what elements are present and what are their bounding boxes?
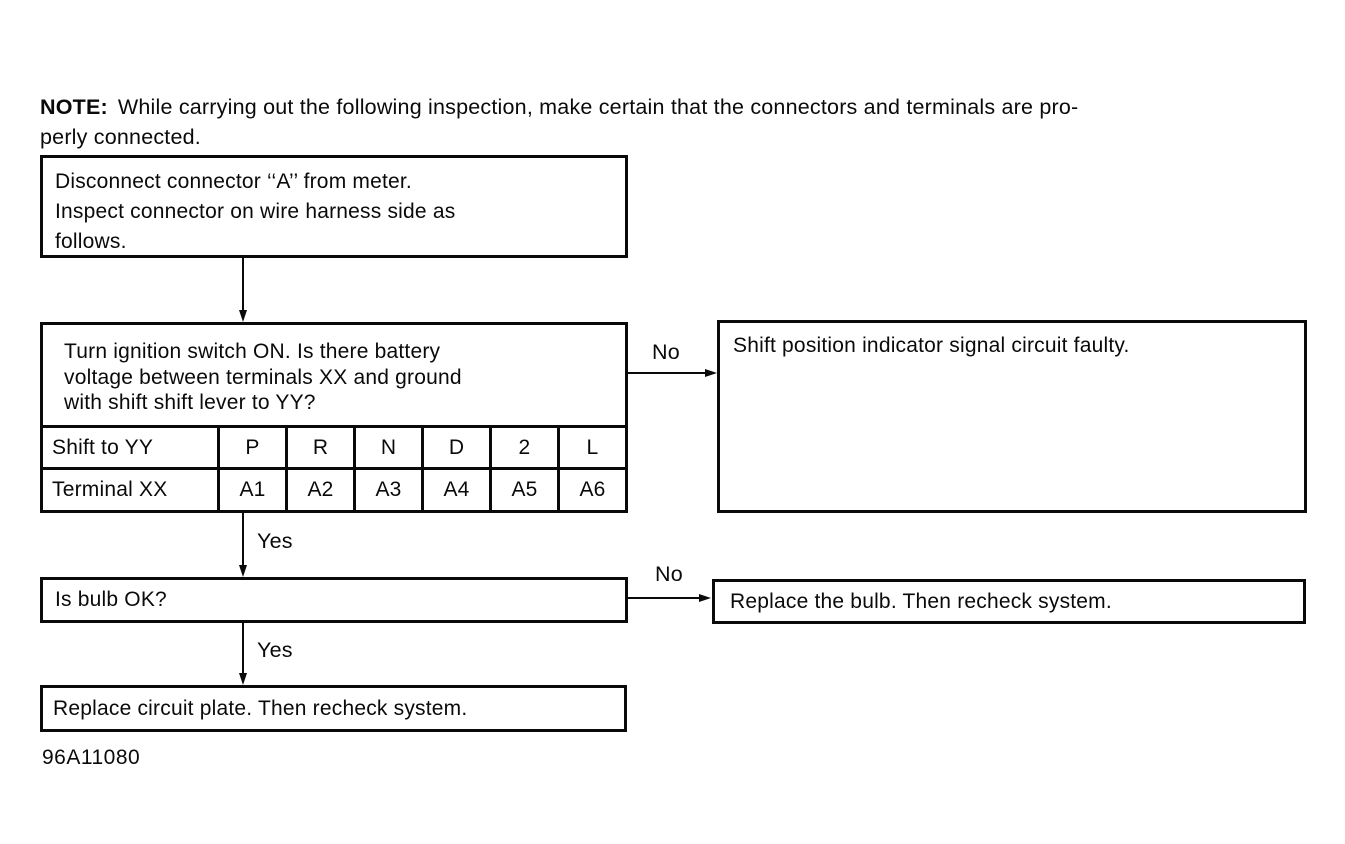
arrowhead-down-icon xyxy=(239,310,247,322)
step-bulb-check-box: Is bulb OK? xyxy=(40,577,628,623)
table-cell-terminal-a6: A6 xyxy=(557,467,625,510)
note-line1: While carrying out the following inspect… xyxy=(117,94,1079,119)
result-signal-circuit-faulty-text: Shift position indicator signal circuit … xyxy=(733,334,1130,357)
result-replace-circuit-plate-box: Replace circuit plate. Then recheck syst… xyxy=(40,685,627,732)
step-ignition-voltage-box: Turn ignition switch ON. Is there batter… xyxy=(40,322,628,513)
result-replace-bulb-box: Replace the bulb. Then recheck system. xyxy=(712,579,1306,624)
step1-line2: Inspect connector on wire harness side a… xyxy=(55,200,456,223)
table-cell-shift-r: R xyxy=(285,428,353,467)
table-cell-terminal-a4: A4 xyxy=(421,467,489,510)
table-cell-shift-2: 2 xyxy=(489,428,557,467)
table-cell-terminal-a5: A5 xyxy=(489,467,557,510)
table-cell-shift-p: P xyxy=(217,428,285,467)
branch-label-no-2: No xyxy=(655,562,683,586)
note-label: NOTE: xyxy=(40,94,108,119)
connector-step1-to-step2-line xyxy=(242,258,244,312)
result-replace-circuit-plate-text: Replace circuit plate. Then recheck syst… xyxy=(53,696,468,720)
connector-step2-no-line xyxy=(628,372,706,374)
arrowhead-right-icon xyxy=(705,369,717,377)
step2-question-line2: voltage between terminals XX and ground xyxy=(64,365,462,389)
step1-line3: follows. xyxy=(55,230,127,253)
connector-step3-no-line xyxy=(628,597,700,599)
note-line2: perly connected. xyxy=(40,124,201,149)
step3-question-text: Is bulb OK? xyxy=(55,588,167,611)
result-signal-circuit-faulty-box: Shift position indicator signal circuit … xyxy=(717,320,1307,513)
step-disconnect-connector-box: Disconnect connector ‘‘A’’ from meter. I… xyxy=(40,155,628,258)
connector-step3-yes-line xyxy=(242,623,244,675)
table-cell-terminal-a3: A3 xyxy=(353,467,421,510)
result-replace-bulb-text: Replace the bulb. Then recheck system. xyxy=(730,589,1112,613)
connector-step2-yes-line xyxy=(242,513,244,567)
table-cell-shift-l: L xyxy=(557,428,625,467)
table-cell-terminal-header: Terminal XX xyxy=(43,467,217,510)
branch-label-yes-2: Yes xyxy=(257,638,293,662)
table-cell-terminal-a1: A1 xyxy=(217,467,285,510)
step2-question-line1: Turn ignition switch ON. Is there batter… xyxy=(64,340,441,363)
step2-question-line3: with shift shift lever to YY? xyxy=(64,391,316,414)
shift-terminal-table: Shift to YY P R N D 2 L Terminal XX A1 A… xyxy=(43,428,625,510)
arrowhead-right-icon xyxy=(699,594,711,602)
arrowhead-down-icon xyxy=(239,565,247,577)
step1-line1: Disconnect connector ‘‘A’’ from meter. xyxy=(55,170,412,193)
branch-label-no-1: No xyxy=(652,340,680,364)
table-cell-shift-n: N xyxy=(353,428,421,467)
branch-label-yes-1: Yes xyxy=(257,529,293,553)
note-paragraph: NOTE: While carrying out the following in… xyxy=(40,92,1330,152)
arrowhead-down-icon xyxy=(239,673,247,685)
table-cell-shift-header: Shift to YY xyxy=(52,435,154,459)
step2-question: Turn ignition switch ON. Is there batter… xyxy=(43,325,625,428)
table-cell-shift-d: D xyxy=(421,428,489,467)
figure-code: 96A11080 xyxy=(42,746,141,769)
table-cell-terminal-a2: A2 xyxy=(285,467,353,510)
